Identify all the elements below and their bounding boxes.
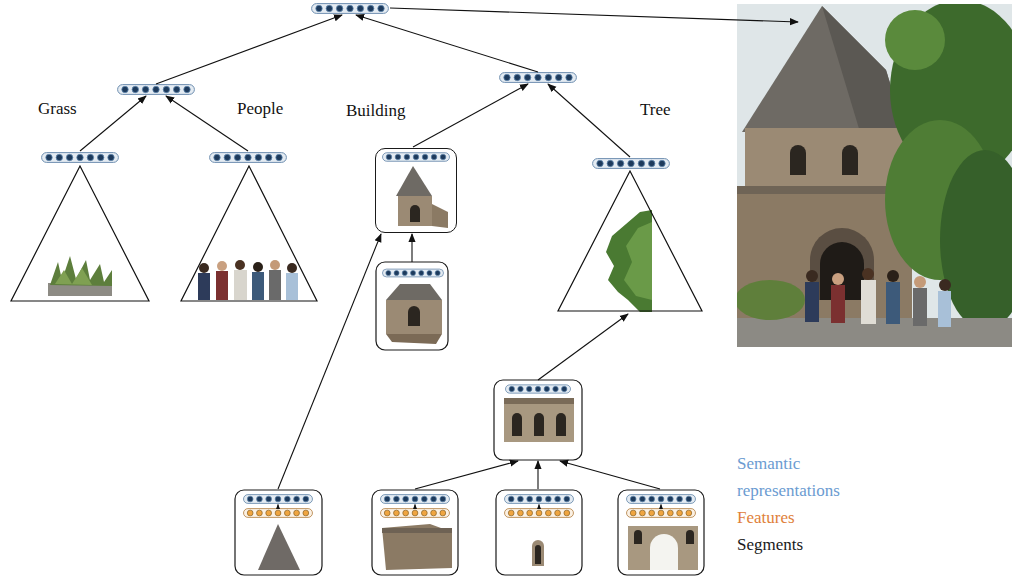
legend: Semantic representationsFeaturesSegments [737, 450, 887, 558]
triangle-outline [10, 165, 150, 302]
legend-text: Features [737, 508, 795, 527]
legend-text: Semantic representations [737, 454, 840, 500]
segment-label: Tree [640, 100, 671, 120]
segment-label: People [237, 99, 283, 119]
legend-entry: Segments [737, 531, 887, 558]
segment-tree: People [180, 165, 318, 302]
tree-arrows [80, 8, 798, 508]
segment-tree: Grass [10, 165, 150, 302]
legend-text: Segments [737, 535, 803, 554]
legend-entry: Features [737, 504, 887, 531]
scene-photo [737, 4, 1012, 347]
legend-entry: Semantic representations [737, 450, 887, 504]
segment-tree: Tree [557, 170, 703, 312]
segment-label: Grass [38, 99, 77, 119]
segment-images [48, 166, 698, 570]
segment-label: Building [346, 101, 406, 121]
segment-box: Building [375, 148, 457, 233]
triangle-outline [557, 170, 703, 312]
triangle-outline [180, 165, 318, 302]
